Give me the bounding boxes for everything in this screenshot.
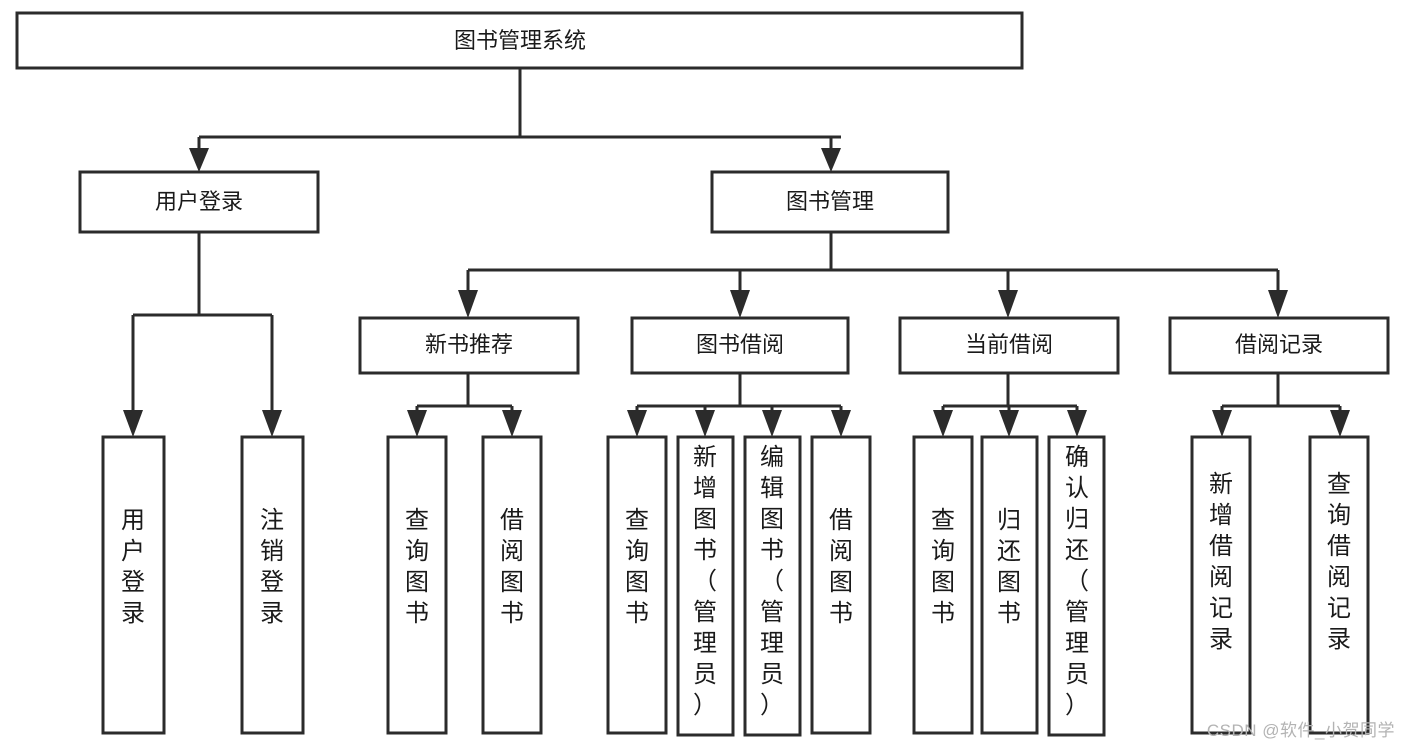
node-leaf-borrow-book-2[interactable]: 借阅图书 bbox=[810, 435, 872, 735]
arrowhead-current-borrow bbox=[998, 290, 1018, 318]
node-leaf-user-login[interactable]: 用户登录 bbox=[101, 435, 166, 735]
node-leaf-add-book-label: 新增图书（管理员） bbox=[693, 444, 717, 719]
node-leaf-query-book-1-box[interactable] bbox=[386, 435, 448, 735]
node-leaf-query-book-3-box[interactable] bbox=[912, 435, 974, 735]
arrowhead-leaf-add-record bbox=[1212, 410, 1232, 437]
node-leaf-borrow-book-2-box[interactable] bbox=[810, 435, 872, 735]
node-leaf-query-record-box[interactable] bbox=[1308, 435, 1370, 735]
node-borrow-record[interactable]: 借阅记录 bbox=[1168, 316, 1390, 375]
node-current-borrow[interactable]: 当前借阅 bbox=[898, 316, 1120, 375]
node-leaf-return-book-box[interactable] bbox=[980, 435, 1039, 735]
node-leaf-logout-login-box[interactable] bbox=[240, 435, 305, 735]
node-leaf-borrow-book-1-box[interactable] bbox=[481, 435, 543, 735]
node-user-login[interactable]: 用户登录 bbox=[78, 170, 320, 234]
node-current-borrow-box[interactable] bbox=[898, 316, 1120, 375]
node-root-box[interactable] bbox=[15, 11, 1024, 70]
connector-layer bbox=[123, 68, 1350, 437]
node-leaf-query-book-1-label: 查询图书 bbox=[405, 507, 429, 627]
node-leaf-borrow-book-1[interactable]: 借阅图书 bbox=[481, 435, 543, 735]
arrowhead-leaf-query-book-3 bbox=[933, 410, 953, 437]
arrowhead-leaf-add-book bbox=[695, 410, 715, 437]
node-book-management-label: 图书管理 bbox=[786, 189, 874, 214]
node-leaf-query-book-3-label: 查询图书 bbox=[931, 507, 955, 627]
node-current-borrow-label: 当前借阅 bbox=[965, 332, 1053, 357]
node-leaf-borrow-book-2-label: 借阅图书 bbox=[829, 507, 853, 627]
node-leaf-edit-book[interactable]: 编辑图书（管理员） bbox=[743, 435, 802, 737]
arrowhead-leaf-edit-book bbox=[762, 410, 782, 437]
arrowhead-book-management bbox=[821, 148, 841, 172]
node-leaf-add-record-box[interactable] bbox=[1190, 435, 1252, 735]
node-leaf-query-book-1[interactable]: 查询图书 bbox=[386, 435, 448, 735]
node-leaf-confirm-return-box[interactable] bbox=[1047, 435, 1106, 737]
arrowhead-leaf-confirm-return bbox=[1067, 410, 1087, 437]
node-leaf-user-login-label: 用户登录 bbox=[121, 507, 145, 627]
node-leaf-return-book-label: 归还图书 bbox=[997, 507, 1021, 627]
node-leaf-edit-book-box[interactable] bbox=[743, 435, 802, 737]
node-leaf-confirm-return-label: 确认归还（管理员） bbox=[1065, 444, 1089, 719]
node-borrow-record-label: 借阅记录 bbox=[1235, 332, 1323, 357]
node-new-book-recommend[interactable]: 新书推荐 bbox=[358, 316, 580, 375]
arrowhead-borrow-record bbox=[1268, 290, 1288, 318]
arrowhead-book-borrow bbox=[730, 290, 750, 318]
node-leaf-logout-login[interactable]: 注销登录 bbox=[240, 435, 305, 735]
arrowhead-leaf-query-book-2 bbox=[627, 410, 647, 437]
arrowhead-new-book-recommend bbox=[458, 290, 478, 318]
node-book-borrow[interactable]: 图书借阅 bbox=[630, 316, 850, 375]
node-book-borrow-label: 图书借阅 bbox=[696, 332, 784, 357]
node-user-login-label: 用户登录 bbox=[155, 189, 243, 214]
node-book-management-box[interactable] bbox=[710, 170, 950, 234]
node-book-management[interactable]: 图书管理 bbox=[710, 170, 950, 234]
node-leaf-edit-book-label: 编辑图书（管理员） bbox=[760, 444, 784, 719]
node-leaf-query-book-3[interactable]: 查询图书 bbox=[912, 435, 974, 735]
node-user-login-box[interactable] bbox=[78, 170, 320, 234]
node-leaf-query-book-2-label: 查询图书 bbox=[625, 507, 649, 627]
node-borrow-record-box[interactable] bbox=[1168, 316, 1390, 375]
node-leaf-confirm-return[interactable]: 确认归还（管理员） bbox=[1047, 435, 1106, 737]
node-root-label: 图书管理系统 bbox=[454, 28, 586, 53]
node-leaf-query-book-2-box[interactable] bbox=[606, 435, 668, 735]
node-new-book-recommend-label: 新书推荐 bbox=[425, 332, 513, 357]
arrowhead-leaf-borrow-book-2 bbox=[831, 410, 851, 437]
node-book-borrow-box[interactable] bbox=[630, 316, 850, 375]
node-leaf-query-record-label: 查询借阅记录 bbox=[1327, 471, 1351, 653]
node-root[interactable]: 图书管理系统 bbox=[15, 11, 1024, 70]
node-leaf-user-login-box[interactable] bbox=[101, 435, 166, 735]
arrowhead-leaf-return-book bbox=[999, 410, 1019, 437]
arrowhead-user-login bbox=[189, 148, 209, 172]
node-new-book-recommend-box[interactable] bbox=[358, 316, 580, 375]
node-leaf-add-book[interactable]: 新增图书（管理员） bbox=[676, 435, 735, 737]
arrowhead-leaf-borrow-book-1 bbox=[502, 410, 522, 437]
node-leaf-add-record[interactable]: 新增借阅记录 bbox=[1190, 435, 1252, 735]
arrowhead-leaf-user-login bbox=[123, 410, 143, 437]
node-leaf-return-book[interactable]: 归还图书 bbox=[980, 435, 1039, 735]
node-leaf-logout-login-label: 注销登录 bbox=[260, 507, 284, 627]
node-leaf-borrow-book-1-label: 借阅图书 bbox=[500, 507, 524, 627]
node-leaf-query-record[interactable]: 查询借阅记录 bbox=[1308, 435, 1370, 735]
node-leaf-add-book-box[interactable] bbox=[676, 435, 735, 737]
node-leaf-query-book-2[interactable]: 查询图书 bbox=[606, 435, 668, 735]
arrowhead-leaf-query-book-1 bbox=[407, 410, 427, 437]
arrowhead-leaf-logout-login bbox=[262, 410, 282, 437]
node-leaf-add-record-label: 新增借阅记录 bbox=[1209, 471, 1233, 653]
arrowhead-leaf-query-record bbox=[1330, 410, 1350, 437]
